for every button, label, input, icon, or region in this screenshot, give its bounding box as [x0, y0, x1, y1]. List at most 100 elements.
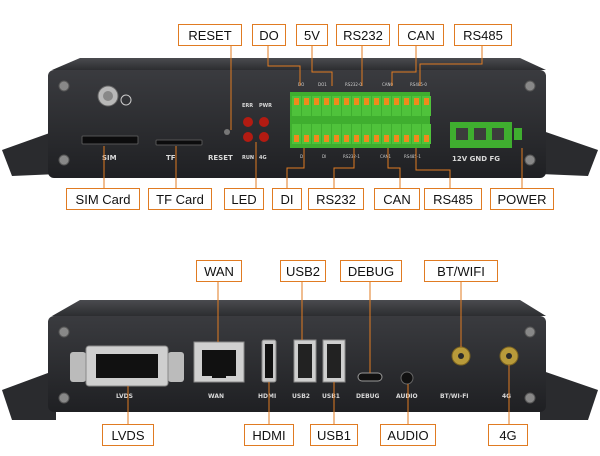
- terminal-pin: [302, 124, 311, 144]
- terminal-release-tab: [364, 98, 369, 105]
- led-4g: [259, 132, 269, 142]
- callout-wan: WAN: [196, 260, 242, 282]
- callout-can-top: CAN: [398, 24, 444, 46]
- terminal-pin: [392, 124, 401, 144]
- reset-button: [224, 129, 230, 135]
- left-bracket: [2, 130, 58, 176]
- svg-text:RS232-0: RS232-0: [345, 82, 362, 87]
- led-pwr: [259, 117, 269, 127]
- svg-text:DO1: DO1: [318, 82, 327, 87]
- svg-text:DI: DI: [322, 154, 326, 159]
- lvds-screw-right: [168, 352, 184, 382]
- top-device: SIM TF RESET ERR PWR RUN 4G DO DO1 RS232…: [2, 58, 598, 178]
- terminal-release-tab: [324, 135, 329, 142]
- svg-text:USB1: USB1: [322, 393, 340, 400]
- terminal-pin: [392, 96, 401, 116]
- terminal-release-tab: [354, 98, 359, 105]
- callout-led: LED: [224, 188, 264, 210]
- svg-text:ERR: ERR: [242, 103, 253, 109]
- left-bracket-2: [2, 370, 56, 420]
- terminal-pin: [332, 96, 341, 116]
- terminal-pin: [312, 96, 321, 116]
- lvds-screw-left: [70, 352, 86, 382]
- callout-hdmi: HDMI: [244, 424, 294, 446]
- svg-text:BT/WI-FI: BT/WI-FI: [440, 393, 469, 400]
- terminal-release-tab: [364, 135, 369, 142]
- callout-do: DO: [252, 24, 286, 46]
- terminal-pin: [342, 96, 351, 116]
- terminal-release-tab: [344, 98, 349, 105]
- terminal-pin: [302, 96, 311, 116]
- terminal-pin: [402, 124, 411, 144]
- svg-text:4G: 4G: [502, 393, 511, 400]
- svg-text:RS485-0: RS485-0: [410, 82, 427, 87]
- svg-text:LVDS: LVDS: [116, 393, 133, 400]
- terminal-pin: [292, 96, 301, 116]
- terminal-release-tab: [314, 98, 319, 105]
- svg-text:TF: TF: [166, 154, 176, 162]
- svg-text:PWR: PWR: [259, 103, 272, 109]
- terminal-pin: [412, 96, 421, 116]
- terminal-release-tab: [334, 98, 339, 105]
- debug-port: [357, 372, 383, 382]
- terminal-pin: [382, 124, 391, 144]
- callout-sim-card: SIM Card: [66, 188, 140, 210]
- svg-text:RESET: RESET: [208, 154, 233, 162]
- svg-text:DEBUG: DEBUG: [356, 393, 380, 400]
- callout-tf-card: TF Card: [148, 188, 212, 210]
- right-bracket: [540, 130, 598, 176]
- svg-text:HDMI: HDMI: [258, 393, 276, 400]
- svg-text:DO: DO: [298, 82, 304, 87]
- terminal-pin: [362, 124, 371, 144]
- callout-rs232-top: RS232: [336, 24, 390, 46]
- led-err: [243, 117, 253, 127]
- callout-btwifi: BT/WIFI: [424, 260, 498, 282]
- terminal-release-tab: [414, 135, 419, 142]
- sim-slot: [81, 135, 139, 145]
- callout-rs485-top: RS485: [454, 24, 512, 46]
- terminal-pin: [382, 96, 391, 116]
- terminal-pin: [422, 124, 431, 144]
- svg-text:USB2: USB2: [292, 393, 310, 400]
- terminal-pin: [312, 124, 321, 144]
- terminal-release-tab: [424, 135, 429, 142]
- callout-audio: AUDIO: [380, 424, 436, 446]
- terminal-release-tab: [344, 135, 349, 142]
- terminal-release-tab: [304, 98, 309, 105]
- terminal-release-tab: [394, 98, 399, 105]
- terminal-pin: [422, 96, 431, 116]
- terminal-pin: [372, 124, 381, 144]
- terminal-release-tab: [374, 135, 379, 142]
- callout-lvds: LVDS: [102, 424, 154, 446]
- terminal-release-tab: [424, 98, 429, 105]
- callout-usb2: USB2: [280, 260, 326, 282]
- callout-reset: RESET: [178, 24, 242, 46]
- svg-text:RUN: RUN: [242, 155, 254, 161]
- callout-can-bottom: CAN: [374, 188, 420, 210]
- audio-jack: [400, 371, 414, 385]
- callout-usb1: USB1: [310, 424, 358, 446]
- terminal-pins: [292, 96, 431, 144]
- terminal-release-tab: [324, 98, 329, 105]
- svg-text:AUDIO: AUDIO: [396, 393, 418, 400]
- terminal-release-tab: [304, 135, 309, 142]
- svg-text:4G: 4G: [259, 155, 267, 161]
- svg-text:WAN: WAN: [208, 393, 224, 400]
- callout-power: POWER: [490, 188, 554, 210]
- svg-text:CAN1: CAN1: [380, 154, 392, 159]
- callout-di: DI: [272, 188, 302, 210]
- right-bracket-2: [540, 370, 598, 420]
- terminal-pin: [402, 96, 411, 116]
- terminal-release-tab: [384, 98, 389, 105]
- svg-text:CAN0: CAN0: [382, 82, 394, 87]
- terminal-pin: [332, 124, 341, 144]
- terminal-release-tab: [384, 135, 389, 142]
- terminal-pin: [372, 96, 381, 116]
- terminal-release-tab: [404, 135, 409, 142]
- svg-text:12V GND FG: 12V GND FG: [452, 155, 500, 163]
- callout-rs485-bottom: RS485: [424, 188, 482, 210]
- terminal-release-tab: [374, 98, 379, 105]
- svg-text:DI: DI: [300, 154, 304, 159]
- terminal-pin: [322, 96, 331, 116]
